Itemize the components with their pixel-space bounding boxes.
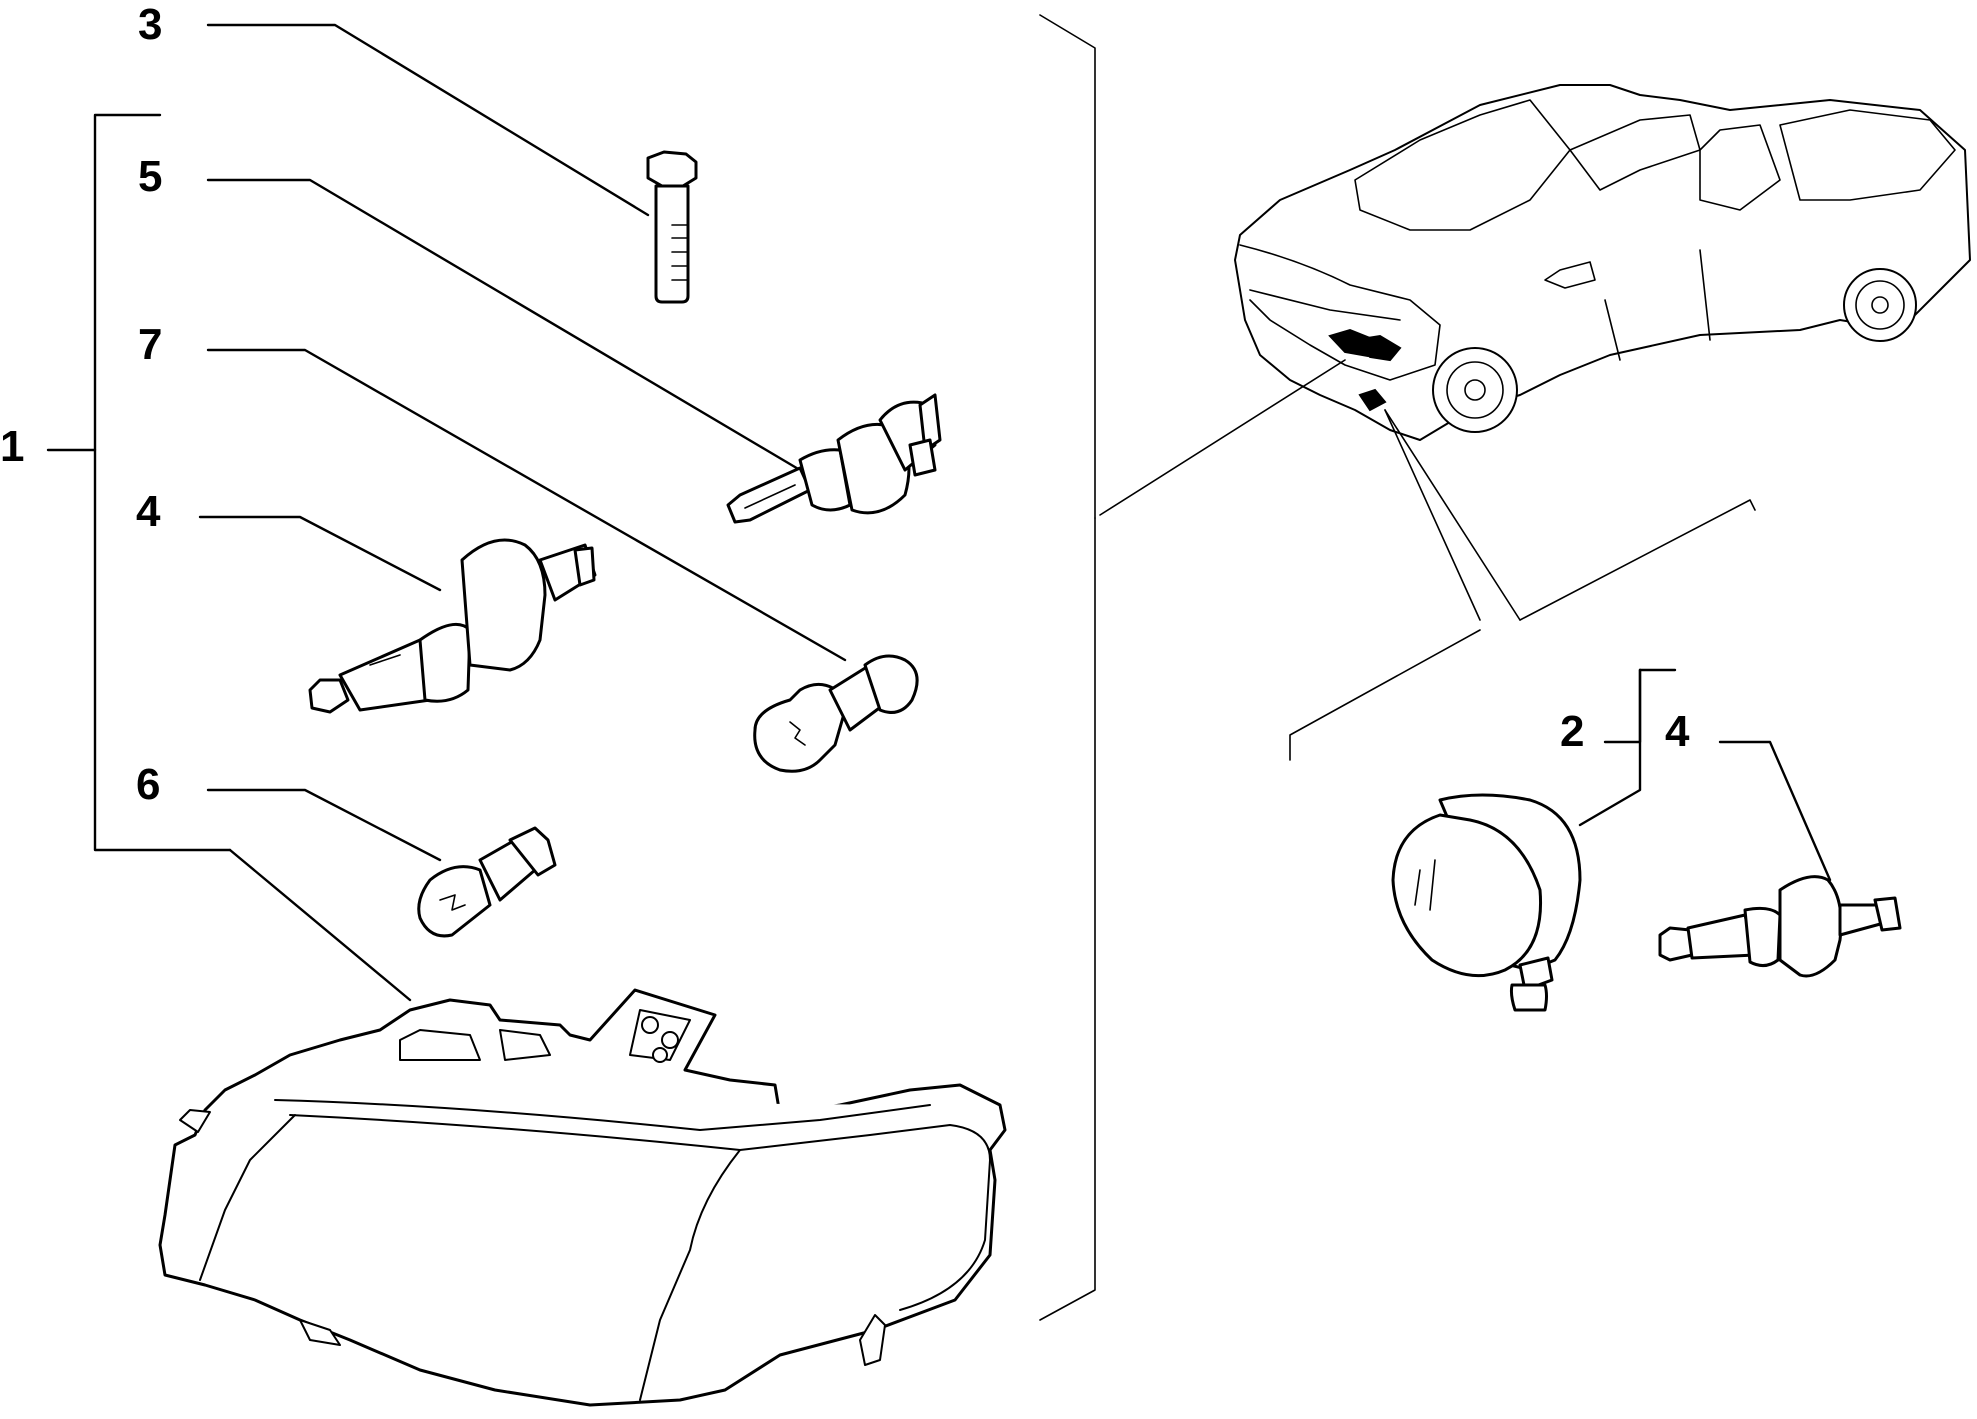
- truck-pointer-lines: [1099, 359, 1521, 621]
- callout-5: 5: [138, 152, 163, 201]
- callout-4-left: 4: [136, 487, 161, 536]
- pickup-truck-icon: [1234, 84, 1971, 441]
- callout-6: 6: [136, 760, 161, 809]
- callout-7: 7: [138, 320, 163, 369]
- screw-icon: [646, 150, 698, 304]
- callout-1: 1: [0, 422, 25, 471]
- h1-bulb-icon: [1658, 875, 1902, 978]
- callout-4-right: 4: [1665, 707, 1690, 756]
- wedge-bulb-icon: [417, 826, 557, 938]
- bayonet-bulb-icon: [753, 654, 919, 773]
- h4-bulb-icon: [726, 393, 942, 524]
- group-1-bracket: [46, 113, 232, 852]
- callout-3: 3: [138, 0, 163, 49]
- headlamp-icon: [158, 988, 1007, 1407]
- h7-bulb-icon: [308, 538, 597, 714]
- section-divider-lines: [1039, 14, 1756, 1321]
- leader-lines: [198, 23, 1832, 1002]
- fog-lamp-icon: [1391, 793, 1582, 1012]
- callout-2: 2: [1560, 707, 1585, 756]
